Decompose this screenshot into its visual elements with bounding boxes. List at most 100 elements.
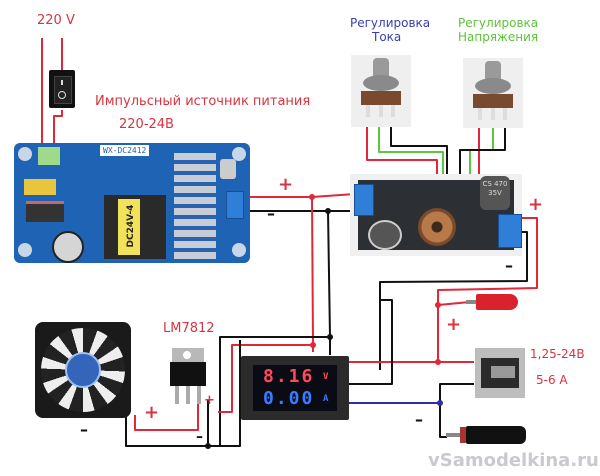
output-voltage-label: 1,25-24В — [530, 347, 585, 361]
pot-pin — [391, 105, 395, 117]
bulk-capacitor — [52, 231, 84, 263]
watermark: vSamodelkina.ru — [428, 450, 599, 471]
pot-shaft — [373, 58, 389, 78]
psu-plus-wire — [238, 193, 356, 198]
heatsink — [174, 153, 216, 259]
mount-hole — [232, 243, 246, 257]
junction-dot — [327, 334, 333, 340]
pot-pin — [379, 105, 383, 117]
junction-dot — [437, 400, 443, 406]
minus-to-lm-wire — [219, 336, 330, 446]
junction-dot — [325, 208, 331, 214]
pot-current[interactable] — [351, 55, 411, 127]
pot-pin — [478, 108, 482, 120]
jack-body — [466, 426, 526, 444]
output-jack-negative[interactable] — [446, 426, 526, 444]
output-capacitor: CS 470 35V — [480, 176, 510, 210]
junction-dot — [309, 194, 315, 200]
current-unit: A — [323, 394, 331, 404]
transformer-label-plate — [118, 199, 140, 255]
fuse — [24, 179, 56, 195]
jack-ring — [460, 427, 466, 443]
jack-tip — [446, 433, 460, 437]
pot-voltage[interactable] — [463, 58, 523, 128]
buck-converter: CS 470 35V — [350, 174, 522, 256]
minus-down-wire — [327, 210, 331, 355]
junction-dot — [310, 342, 316, 348]
pot-pin — [503, 108, 507, 120]
regulator-body — [170, 362, 206, 386]
psu-range-label: 220-24В — [119, 117, 174, 132]
plus-sign: + — [278, 174, 294, 195]
pot-shaft — [485, 61, 501, 81]
usb-output-socket[interactable] — [475, 348, 525, 398]
output-minus-usb — [439, 383, 474, 403]
switch-o-mark — [58, 91, 66, 99]
pot-current-label-line2: Тока — [372, 30, 402, 44]
output-jack-positive[interactable] — [466, 294, 518, 310]
choke — [26, 201, 64, 222]
minus-sign: – — [415, 410, 423, 429]
transformer: DC24V-4 — [104, 195, 166, 259]
output-terminal — [498, 214, 522, 248]
output-current-label: 5-6 А — [536, 373, 568, 387]
junction-dot — [435, 359, 441, 365]
lm7812-regulator — [170, 348, 206, 404]
output-terminal — [226, 191, 244, 219]
board-marking: WX-DC2412 — [100, 145, 150, 156]
usb-port — [481, 358, 519, 388]
plus-sign: + — [528, 194, 544, 215]
mains-voltage-label: 220 V — [37, 13, 75, 28]
voltage-reading: 8.16 — [263, 366, 315, 387]
switch-i-mark — [61, 80, 63, 85]
current-reading: 0.00 — [263, 388, 315, 409]
fan-hub — [65, 352, 101, 388]
cooling-fan — [35, 322, 131, 418]
regulator-hole — [183, 351, 191, 359]
inductor-toroid — [418, 208, 456, 246]
plus-to-lm-wire — [218, 344, 313, 413]
output-plus-rail — [349, 301, 471, 363]
junction-dot — [205, 443, 211, 449]
pot-voltage-label-line2: Напряжения — [458, 30, 539, 44]
switch-rocker — [54, 76, 72, 104]
transformer-marking: DC24V-4 — [126, 204, 136, 248]
regulator-pin — [186, 386, 190, 404]
power-switch[interactable] — [49, 70, 75, 108]
pot-body — [475, 78, 511, 94]
input-capacitor — [368, 220, 402, 250]
regulator-label: LM7812 — [163, 321, 215, 336]
minus-sign: – — [196, 429, 203, 445]
minus-sign: – — [80, 420, 88, 439]
pot-body — [363, 75, 399, 91]
meter-minus-wire — [349, 299, 393, 385]
minus-sign: – — [505, 256, 513, 275]
input-terminal — [354, 184, 374, 216]
pot-current-label-line1: Регулировка — [350, 16, 431, 30]
pot-current-black — [390, 122, 448, 190]
usb-tongue — [491, 366, 515, 378]
mains-wire-3 — [53, 110, 63, 150]
plus-sign: + — [446, 314, 462, 335]
converter-out-plus — [437, 217, 538, 305]
fan-minus-wire — [125, 340, 241, 447]
junction-dot — [435, 302, 441, 308]
output-capacitor — [220, 159, 236, 179]
regulator-pin — [175, 386, 179, 404]
meter-screen — [253, 365, 337, 411]
input-terminal — [38, 147, 60, 165]
fan-plus-wire — [134, 400, 199, 431]
psu-board: WX-DC2412 DC24V-4 — [14, 143, 250, 263]
jack-body — [476, 294, 518, 310]
pot-pin — [366, 105, 370, 117]
pot-voltage-label-line1: Регулировка — [458, 16, 539, 30]
pot-base — [473, 94, 513, 108]
mount-hole — [232, 147, 246, 161]
pot-pin — [491, 108, 495, 120]
pot-current-green — [378, 122, 444, 190]
voltage-unit: V — [323, 372, 331, 382]
output-minus-jack — [439, 403, 447, 438]
jack-tip — [466, 300, 476, 304]
minus-sign: – — [267, 204, 275, 223]
